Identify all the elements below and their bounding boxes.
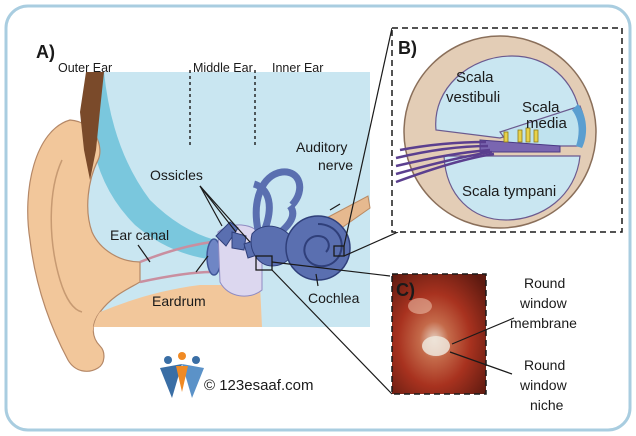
- auditory-nerve-label-line1: Auditory: [296, 139, 347, 155]
- organ-of-corti: [479, 139, 561, 153]
- watermark-text: © 123esaaf.com: [204, 377, 313, 394]
- round-window-marker: [255, 255, 273, 271]
- watermark-logo: [160, 352, 204, 398]
- scala-media-label-line2: media: [526, 115, 568, 132]
- scala-vestibuli-label-line1: Scala: [456, 69, 494, 86]
- panel-b-letter: B): [398, 38, 417, 58]
- ossicles-label: Ossicles: [150, 167, 203, 183]
- round-window-niche-label-line1: Round: [524, 357, 565, 373]
- round-window-membrane-label-line3: membrane: [510, 315, 577, 331]
- middle-ear-label: Middle Ear: [193, 61, 253, 75]
- outer-ear-label: Outer Ear: [58, 61, 112, 75]
- round-window-photo: [392, 274, 486, 394]
- ear-canal-upper-wall: [139, 240, 213, 264]
- auditory-nerve-label-line2: nerve: [318, 157, 353, 173]
- panel-c-border: [391, 273, 487, 395]
- hair-cells: [503, 127, 539, 143]
- scala-media-label-line1: Scala: [522, 99, 560, 116]
- scala-vestibuli-label-line2: vestibuli: [446, 89, 500, 106]
- round-window-membrane-spot: [422, 336, 450, 356]
- ear-canal-lower-wall: [139, 270, 213, 284]
- pinna: [27, 119, 141, 372]
- photo-highlight: [408, 298, 432, 314]
- eardrum-label: Eardrum: [152, 293, 206, 309]
- ear-canal-label: Ear canal: [110, 227, 169, 243]
- hair: [80, 72, 104, 180]
- cochlea-shape: [285, 215, 351, 281]
- panel-c-leader-lines: [449, 317, 515, 375]
- panel-a-leader-lines: [137, 185, 341, 287]
- cochlear-nerve-fibers: [395, 140, 495, 184]
- inner-ear-label: Inner Ear: [272, 61, 323, 75]
- scala-tympani-label: Scala tympani: [462, 183, 556, 200]
- panel-a-ear-cross-section: A) Outer Ear Middle Ear Inner Ear Ossicl…: [27, 42, 371, 398]
- panel-c-round-window-photo: C) Round window membrane Round window ni…: [391, 273, 577, 413]
- panel-c-letter: C): [396, 280, 415, 300]
- round-window-membrane-label-line1: Round: [524, 275, 565, 291]
- cochlea-section-marker: [333, 245, 345, 257]
- panel-a-letter: A): [36, 42, 55, 62]
- panel-connector-lines: [271, 27, 399, 395]
- scala-tympani-chamber: [443, 155, 581, 221]
- round-window-niche-label-line3: niche: [530, 397, 564, 413]
- round-window-niche-label-line2: window: [519, 377, 568, 393]
- pinna-inner-fold: [50, 159, 83, 313]
- round-window-membrane-label-line2: window: [519, 295, 568, 311]
- head-skin-lower: [88, 285, 262, 360]
- stria-vascularis: [572, 104, 587, 148]
- panel-b-cochlea-section: B) Scala vestibuli Scala media Scala tym…: [391, 27, 623, 233]
- cochlea-label: Cochlea: [308, 290, 360, 306]
